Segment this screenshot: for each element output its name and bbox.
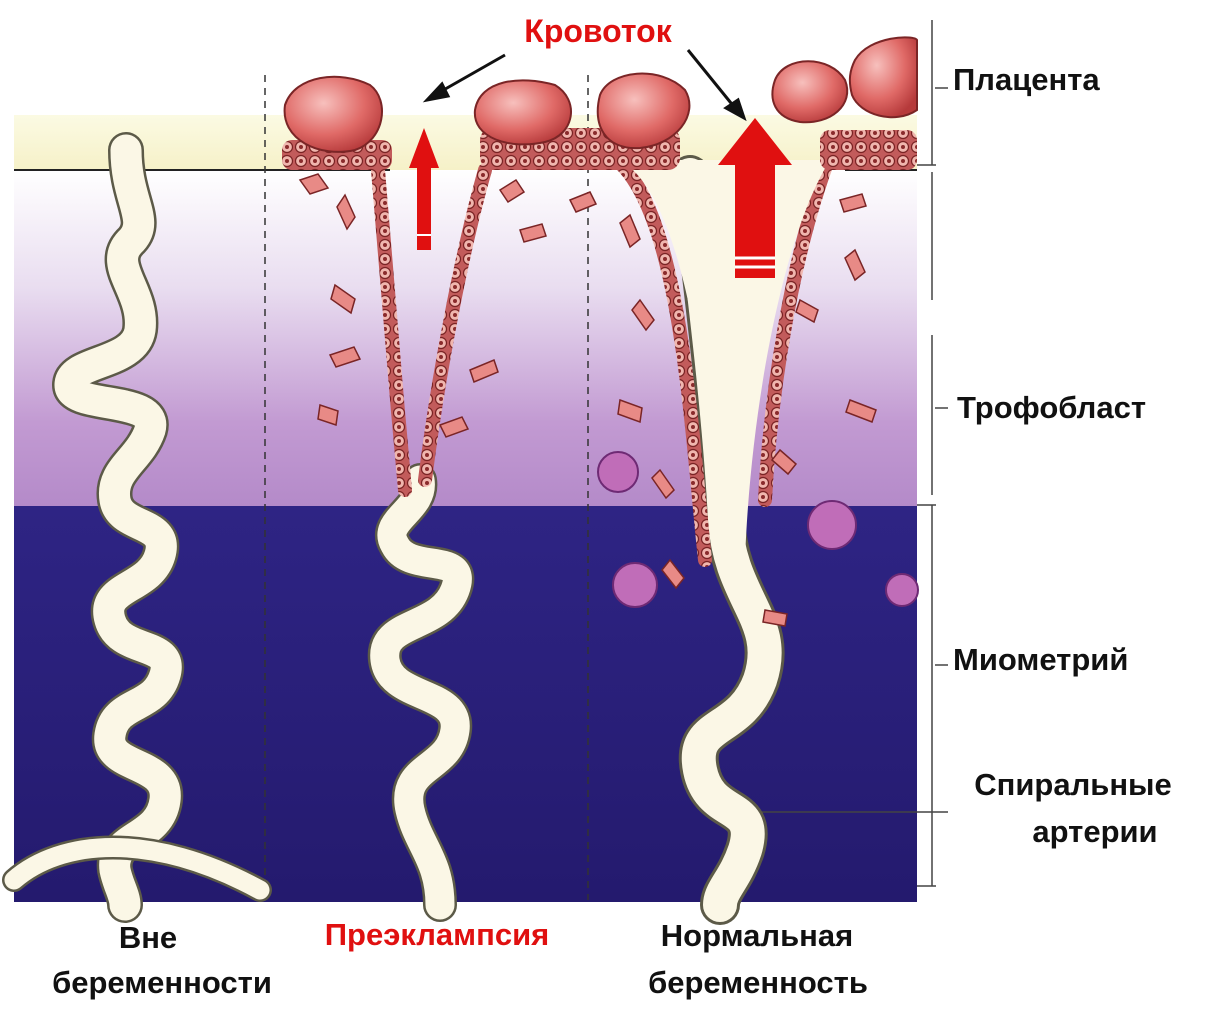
diagram-title: Кровоток	[524, 13, 672, 49]
label-spiral-arteries-line1: Спиральные	[974, 767, 1172, 802]
caption-non-pregnant-line1: Вне	[119, 920, 177, 955]
caption-normal-line1: Нормальная	[661, 918, 853, 953]
label-trophoblast: Трофобласт	[957, 390, 1146, 425]
label-spiral-arteries-line2: артерии	[1032, 814, 1157, 849]
label-placenta: Плацента	[953, 62, 1100, 97]
caption-non-pregnant-line2: беременности	[52, 965, 272, 1000]
caption-normal-line2: беременность	[648, 965, 868, 1000]
label-myometrium: Миометрий	[953, 642, 1128, 677]
caption-preeclampsia: Преэклампсия	[325, 917, 549, 952]
